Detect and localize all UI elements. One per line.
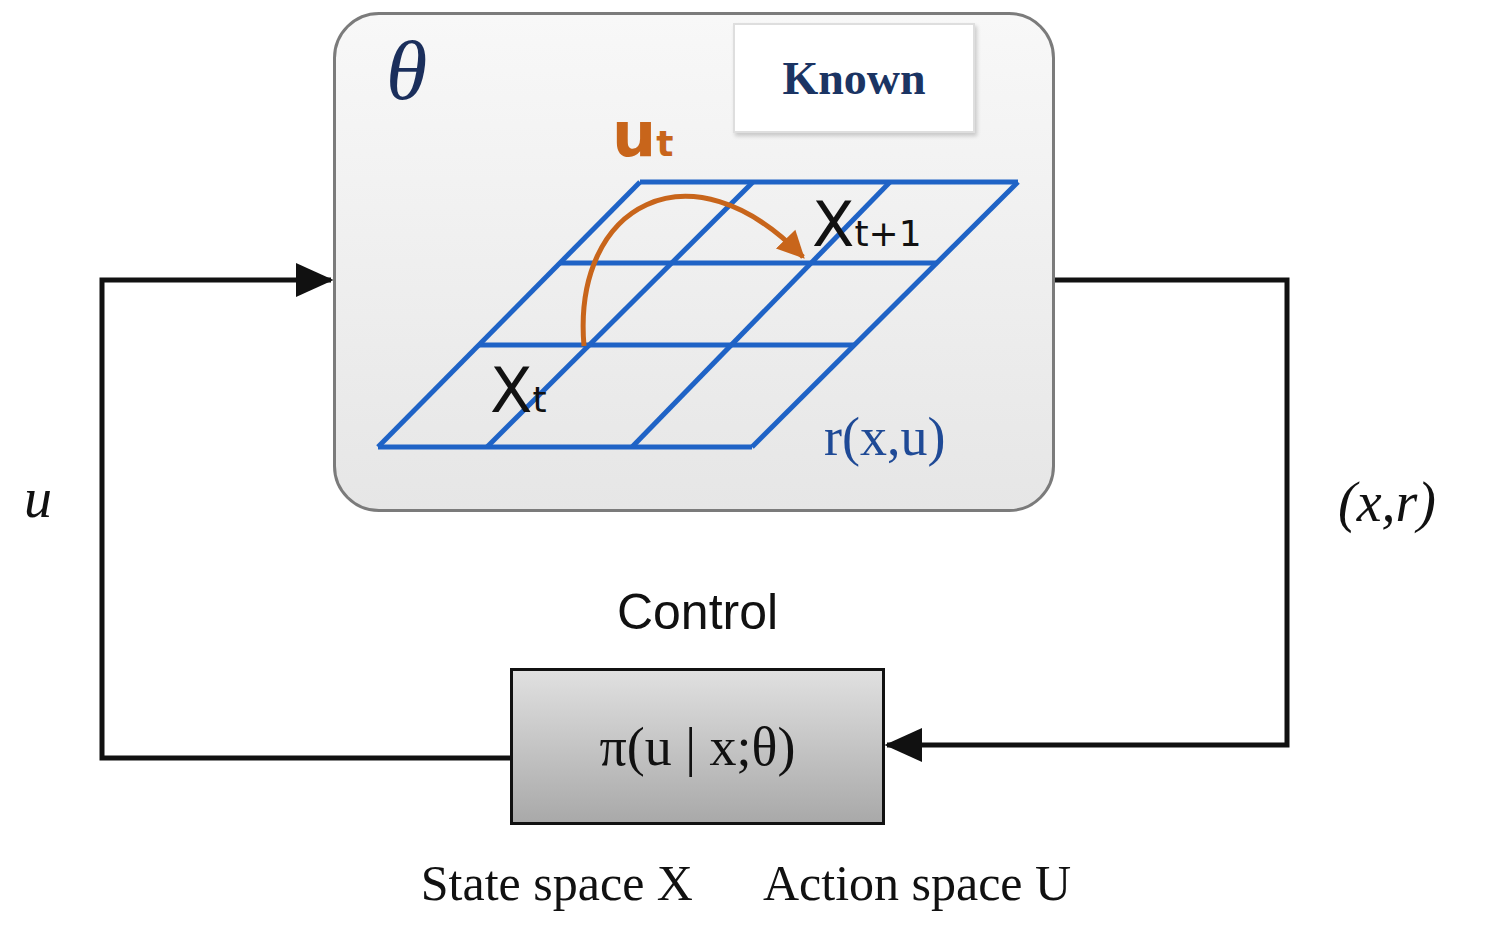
tag-text: Known	[782, 52, 925, 105]
state-label: Xt+1	[812, 194, 922, 256]
environment-box: θ Known	[333, 12, 1055, 512]
grid-line	[479, 343, 855, 348]
label-row: State space X Action space U	[0, 858, 1492, 908]
action-label: ut	[612, 104, 673, 166]
grid-line	[560, 261, 937, 266]
space-label: Action space U	[763, 858, 1071, 908]
grid-line	[378, 182, 640, 447]
known-tag: Known	[733, 23, 975, 133]
transition-arrow	[583, 196, 803, 346]
signal-label: u	[24, 470, 52, 526]
grid-line	[640, 180, 1018, 185]
policy-formula: π(u | x;θ)	[600, 716, 796, 778]
reward-label: r(x,u)	[824, 410, 945, 464]
state-label: Xt	[490, 360, 547, 422]
grid-line	[752, 182, 1018, 447]
parameter-symbol: θ	[386, 29, 427, 113]
space-label: State space X	[421, 858, 693, 908]
controller-box: Controlπ(u | x;θ)	[510, 668, 885, 825]
box-heading: Control	[473, 585, 922, 640]
signal-label: (x,r)	[1338, 474, 1436, 530]
grid-line	[378, 445, 752, 450]
